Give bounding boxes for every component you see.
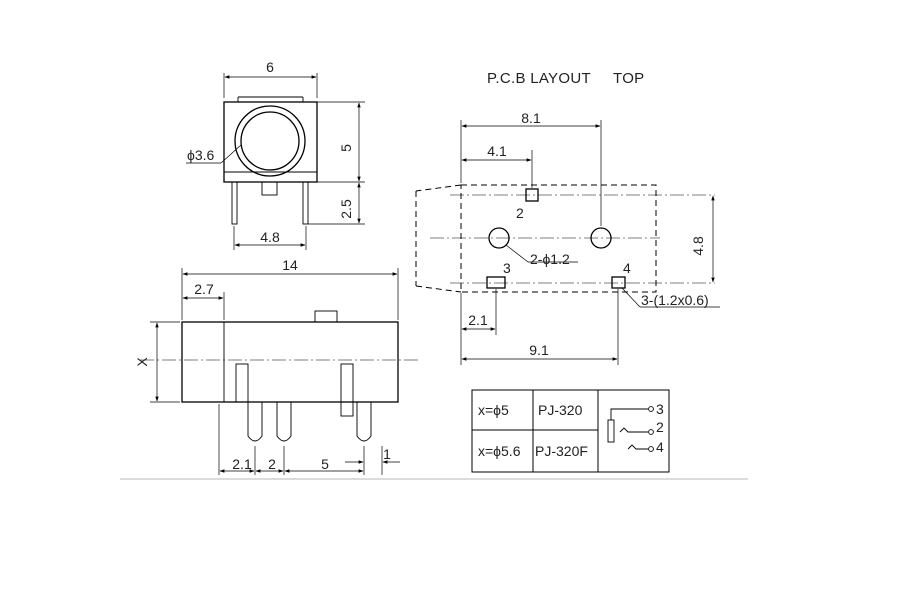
- side-length-label: 14: [282, 257, 298, 273]
- model-table: x=ϕ5 PJ-320 x=ϕ5.6 PJ-320F 3 2 4: [471, 389, 670, 473]
- pcb-view-label: TOP: [613, 70, 644, 87]
- front-view: 6 5 2.5 4.8 ϕ3.6: [186, 59, 365, 250]
- pcb-dim-4-8: 4.8: [690, 236, 706, 256]
- front-pin-left: [231, 181, 238, 225]
- side-offset-label: 2.7: [194, 281, 214, 297]
- side-pin-dim-1: 1: [383, 446, 391, 462]
- pcb-pad-2: [525, 188, 539, 202]
- front-bore-outer: [234, 105, 306, 177]
- side-top-tab: [314, 310, 338, 323]
- pcb-dim-9-1: 9.1: [529, 342, 549, 358]
- pcb-pad-4: [611, 276, 626, 289]
- side-pin-3: [356, 402, 372, 442]
- front-pin-center: [261, 181, 278, 196]
- pcb-dim-8-1: 8.1: [521, 110, 541, 126]
- front-bore-inner: [240, 111, 300, 171]
- pcb-hole-left: [488, 227, 510, 249]
- pcb-layout-view: P.C.B LAYOUT TOP 2 3 4 2-ϕ1.2 3-(1.2x0.6…: [415, 70, 720, 365]
- jack-schematic-symbol: [607, 406, 654, 452]
- pcb-dim-4-1: 4.1: [487, 143, 507, 159]
- pcb-hole-right: [590, 227, 612, 249]
- schematic-pin-label-2: 2: [656, 419, 664, 435]
- table-row-2-x: x=ϕ5.6: [478, 443, 521, 459]
- side-pin-1: [247, 402, 263, 442]
- front-width-label: 6: [266, 59, 274, 75]
- schematic-pin-label-4: 4: [656, 439, 664, 455]
- front-pin-span-label: 4.8: [260, 229, 280, 245]
- pcb-hole-note: 2-ϕ1.2: [530, 251, 570, 267]
- side-slot-right: [340, 363, 354, 417]
- side-pin-dim-2: 2: [268, 456, 276, 472]
- table-row-1-x: x=ϕ5: [478, 402, 509, 418]
- front-hole-diameter-label: ϕ3.6: [187, 147, 215, 163]
- table-outline: [471, 389, 670, 473]
- front-pin-right: [302, 181, 309, 225]
- side-view: 14 2.7 X 2.1 2 5 1: [134, 257, 420, 475]
- side-body-outline: [181, 321, 399, 403]
- pcb-pad-note: 3-(1.2x0.6): [641, 292, 709, 308]
- pcb-pad-3: [486, 276, 506, 289]
- side-pin-2: [276, 402, 292, 442]
- front-pin-length-label: 2.5: [338, 199, 354, 219]
- pcb-pin-label-3: 3: [503, 260, 511, 276]
- pcb-body-outline: [460, 184, 657, 293]
- side-pin-dim-5: 5: [321, 456, 329, 472]
- pcb-pin-label-2: 2: [516, 205, 524, 221]
- pcb-pin-label-4: 4: [623, 260, 631, 276]
- table-row-2-model: PJ-320F: [535, 443, 588, 459]
- front-height-label: 5: [338, 144, 354, 152]
- table-row-1-model: PJ-320: [538, 402, 583, 418]
- side-pin-dim-2-1: 2.1: [232, 456, 252, 472]
- side-height-label: X: [134, 357, 150, 367]
- pcb-dim-2-1: 2.1: [468, 312, 488, 328]
- schematic-pin-label-3: 3: [656, 401, 664, 417]
- pcb-layout-title: P.C.B LAYOUT: [487, 70, 591, 87]
- side-slot-left: [235, 363, 249, 403]
